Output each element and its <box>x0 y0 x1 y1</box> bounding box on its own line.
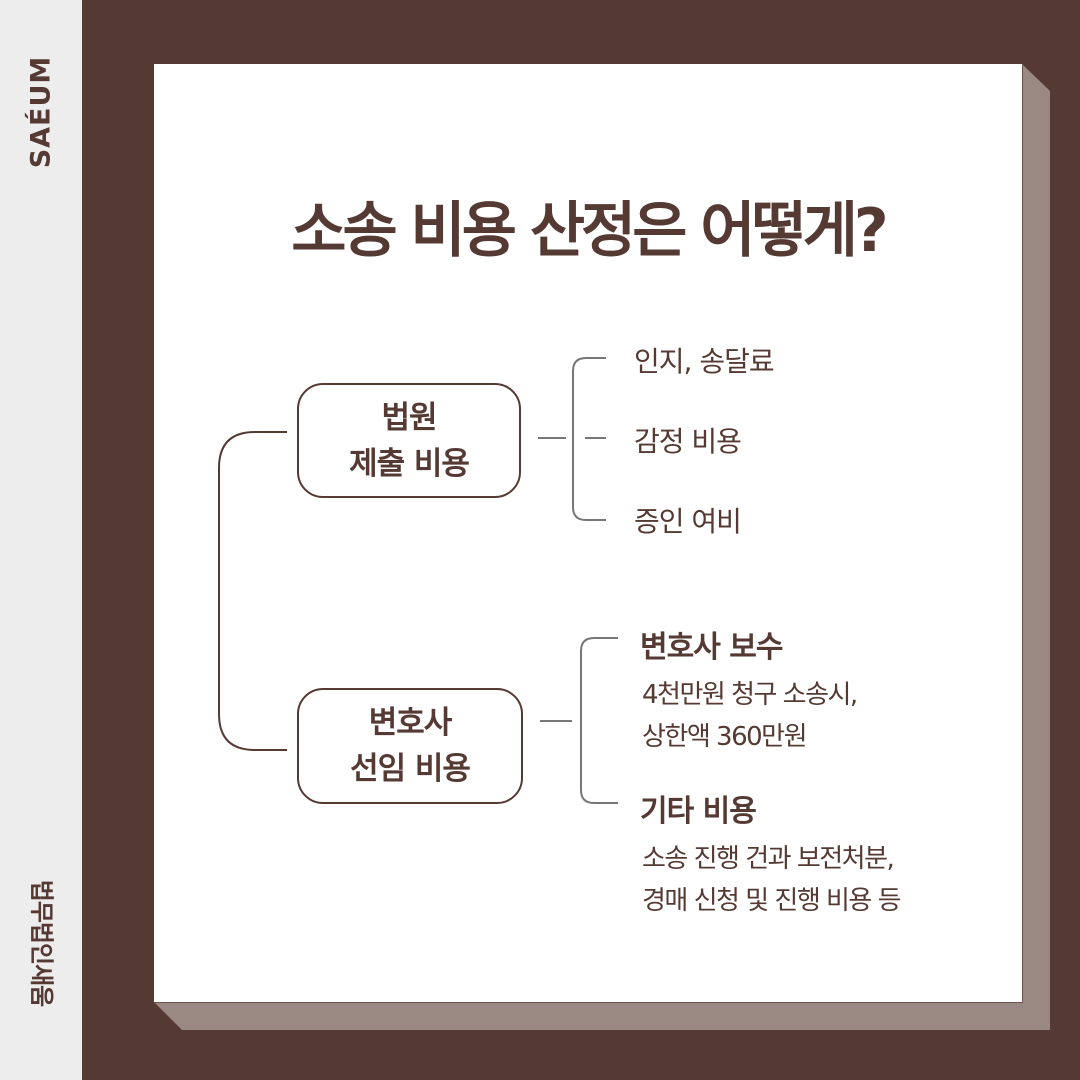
content-card: 소송 비용 산정은 어떻게? 법원 제출 비용 변호사 선임 비용 인지, 송달… <box>154 64 1022 1002</box>
leaf-attorney-remuneration-desc2: 상한액 360만원 <box>642 722 808 752</box>
brand-firm-name: 법무법인새움 <box>27 879 56 1007</box>
page-title: 소송 비용 산정은 어떻게? <box>291 196 888 266</box>
node-attorney-fees: 변호사 선임 비용 <box>297 688 523 804</box>
node-attorney-fees-line2: 선임 비용 <box>350 751 471 787</box>
node2-bracket <box>580 637 618 804</box>
leaf-attorney-remuneration: 변호사 보수 <box>640 630 783 665</box>
node-court-fees: 법원 제출 비용 <box>297 383 521 498</box>
leaf-other-costs-desc1: 소송 진행 건과 보전처분, <box>642 844 895 874</box>
leaf-witness-travel: 증인 여비 <box>634 505 742 538</box>
leaf-stamp-service-fee: 인지, 송달료 <box>634 345 775 378</box>
node-court-fees-line1: 법원 <box>381 399 437 436</box>
leaf-other-costs-desc2: 경매 신청 및 진행 비용 등 <box>642 886 902 916</box>
node-attorney-fees-line1: 변호사 <box>368 705 453 741</box>
root-connector <box>218 431 287 751</box>
node1-bracket <box>572 357 606 521</box>
node-court-fees-line2: 제출 비용 <box>349 445 470 482</box>
connector-lines <box>218 357 618 804</box>
leaf-attorney-remuneration-desc1: 4천만원 청구 소송시, <box>642 680 858 710</box>
side-strip: SAÉUM 법무법인새움 <box>0 0 82 1080</box>
brand-wordmark: SAÉUM <box>25 55 57 169</box>
leaf-appraisal-cost: 감정 비용 <box>634 425 742 458</box>
leaf-other-costs: 기타 비용 <box>640 794 757 829</box>
